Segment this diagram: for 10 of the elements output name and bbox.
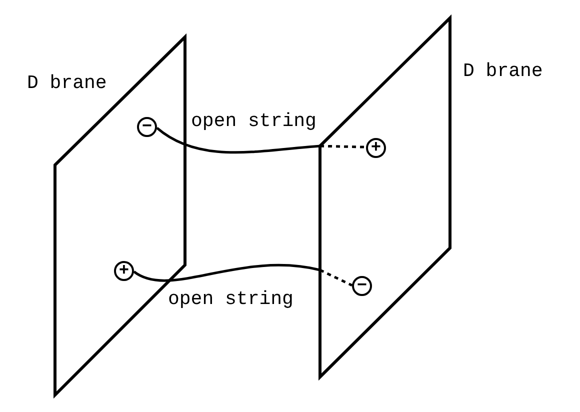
charge-symbol: + (114, 261, 134, 281)
edge-label: open string (167, 288, 294, 310)
string-line (133, 264, 353, 286)
charge-symbol: − (137, 117, 157, 137)
string-line (156, 126, 366, 154)
plane-label: D brane (463, 60, 543, 82)
charge-symbol: − (352, 276, 372, 296)
charge-symbol: + (366, 138, 386, 158)
edge-label: open string (190, 110, 318, 132)
plane-label: D brane (27, 72, 107, 94)
